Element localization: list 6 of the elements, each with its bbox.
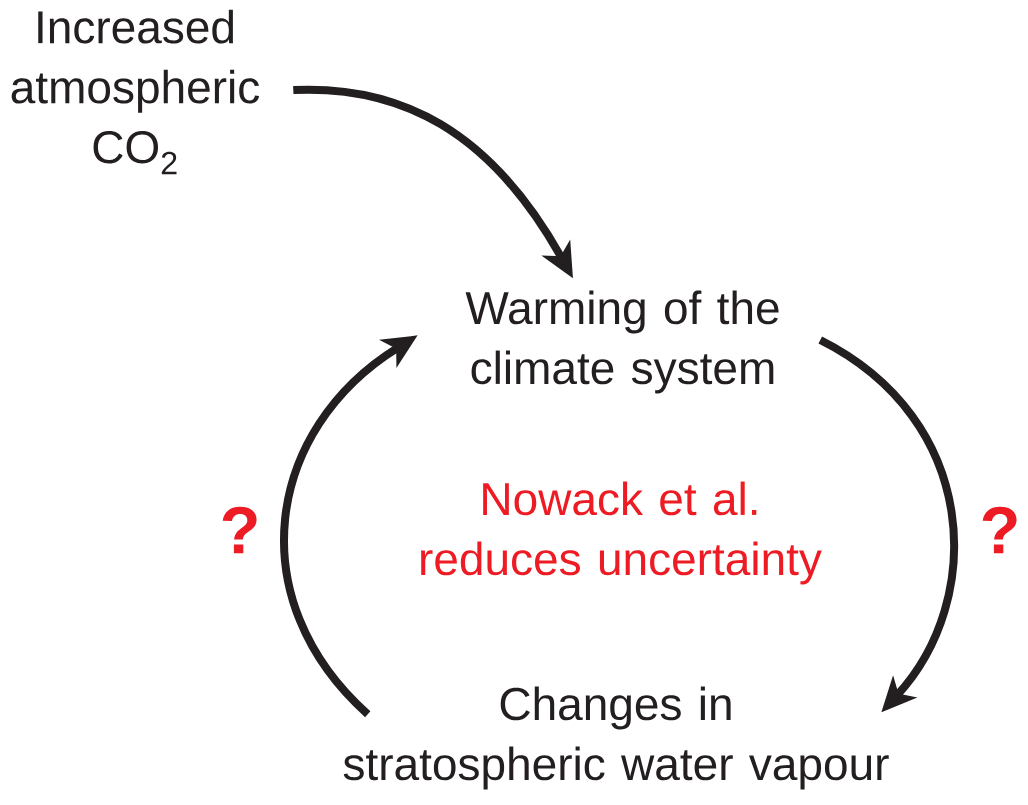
concept-label: Warming of the climate system	[465, 290, 779, 394]
annotation-text: Nowack et al. reduces uncertainty	[421, 481, 822, 585]
concept-label: Changes in stratospheric water vapour	[343, 686, 889, 790]
edge-label: ?	[982, 506, 1017, 554]
concept-label: Increased atmospheric CO$_{2}$	[11, 9, 260, 175]
edge-label: ?	[222, 506, 257, 554]
